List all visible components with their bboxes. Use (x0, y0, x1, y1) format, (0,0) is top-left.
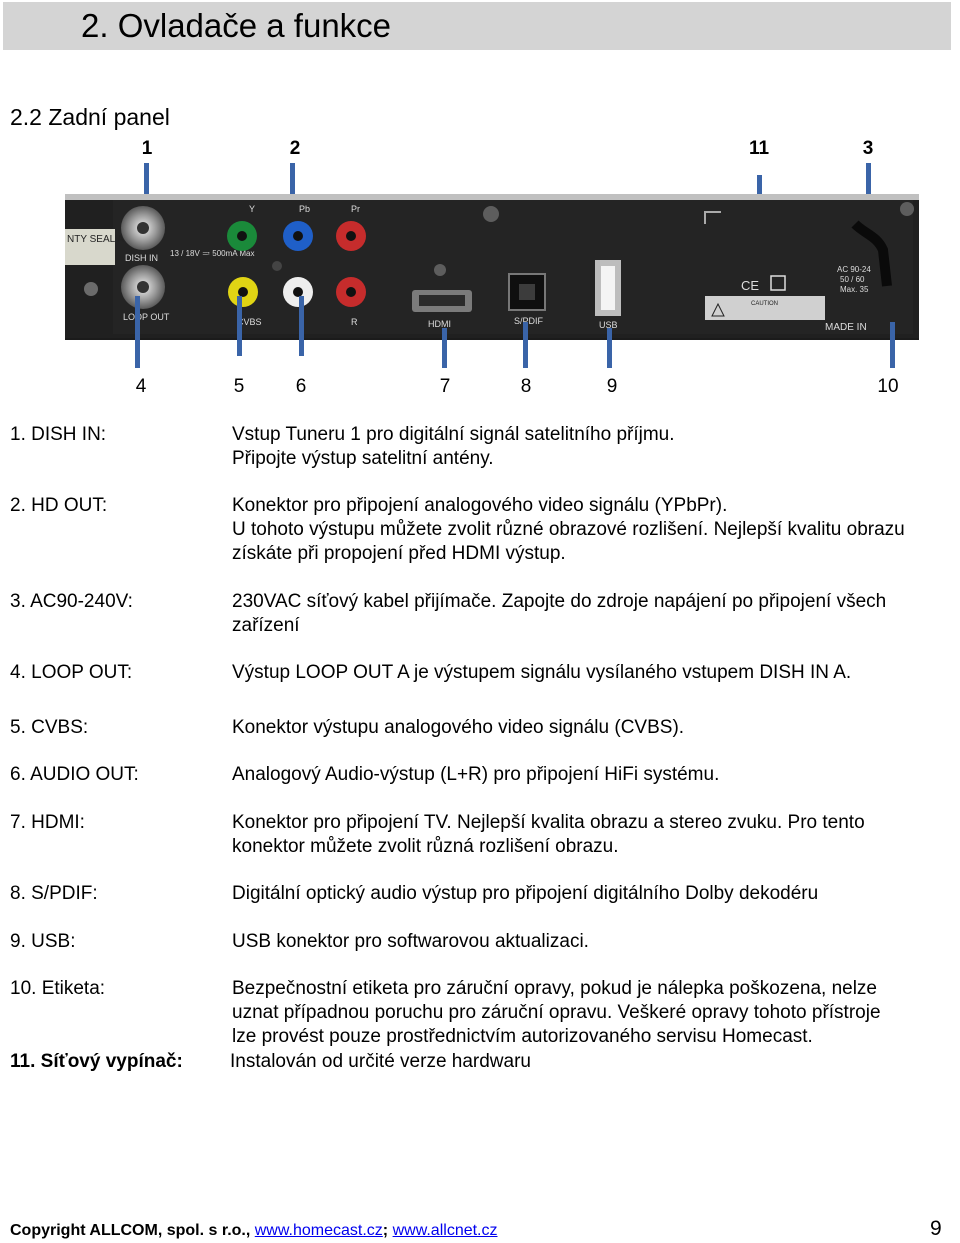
loop-out-label: LOOP OUT (123, 312, 170, 322)
spdif-label: S/PDIF (514, 316, 544, 326)
desc-term-ac: 3. AC90-240V: (10, 591, 133, 612)
voltage-label: 13 / 18V ≕ 500mA Max (170, 249, 255, 258)
hdmi-label: HDMI (428, 319, 451, 329)
allcnet-link[interactable]: www.allcnet.cz (392, 1222, 498, 1239)
desc-term-dish-in: 1. DISH IN: (10, 424, 107, 445)
spdif-connector (508, 273, 546, 311)
desc-text-hdmi-1: Konektor pro připojení TV. Nejlepší kval… (232, 812, 865, 833)
caution-label (705, 296, 825, 320)
desc-text-power-switch: Instalován od určité verze hardwaru (230, 1051, 531, 1072)
desc-term-loop-out: 4. LOOP OUT: (10, 662, 133, 683)
ac-rating-label: AC 90-24 (837, 265, 871, 274)
section-title: 2.2 Zadní panel (10, 104, 170, 130)
r-label: R (351, 317, 358, 327)
warning-triangle-icon (711, 302, 725, 317)
desc-text-hd-out-1: Konektor pro připojení analogového video… (232, 495, 728, 516)
pointer-5 (237, 296, 242, 356)
desc-term-hdmi: 7. HDMI: (10, 812, 85, 833)
pointer-8 (523, 322, 528, 368)
desc-text-ac-2: zařízení (232, 615, 300, 636)
pointer-9 (607, 328, 612, 368)
desc-text-hdmi-2: konektor můžete zvolit různá rozlišení o… (232, 836, 619, 857)
desc-text-loop-out: Výstup LOOP OUT A je výstupem signálu vy… (232, 662, 852, 683)
desc-term-label: 10. Etiketa: (10, 978, 106, 999)
callout-11: 11 (748, 138, 770, 159)
desc-text-spdif: Digitální optický audio výstup pro připo… (232, 883, 819, 904)
callout-1: 1 (141, 138, 153, 159)
desc-text-label-3: lze provést pouze prostřednictvím autori… (232, 1026, 813, 1047)
callout-5: 5 (233, 376, 245, 397)
callout-4: 4 (135, 376, 147, 397)
chapter-title: 2. Ovladače a funkce (81, 7, 392, 44)
callout-7: 7 (439, 376, 451, 397)
callout-8: 8 (520, 376, 532, 397)
homecast-link[interactable]: www.homecast.cz (254, 1222, 383, 1239)
max-rating-label: Max. 35 (840, 285, 869, 294)
callout-6: 6 (295, 376, 307, 397)
desc-term-cvbs: 5. CVBS: (10, 717, 89, 738)
usb-label: USB (599, 320, 618, 330)
desc-text-hd-out-3: získáte při propojení před HDMI výstup. (232, 543, 566, 564)
page-number: 9 (930, 1217, 942, 1240)
desc-term-usb: 9. USB: (10, 931, 76, 952)
hz-rating-label: 50 / 60 (840, 275, 865, 284)
desc-term-hd-out: 2. HD OUT: (10, 495, 108, 516)
desc-text-label-1: Bezpečnostní etiketa pro záruční opravy,… (232, 978, 877, 999)
desc-text-usb: USB konektor pro softwarovou aktualizaci… (232, 931, 589, 952)
pointer-10 (890, 322, 895, 368)
pointer-6 (299, 296, 304, 356)
cvbs-label: CVBS (237, 317, 262, 327)
callout-9: 9 (606, 376, 618, 397)
desc-text-cvbs: Konektor výstupu analogového video signá… (232, 717, 685, 738)
made-in-label: MADE IN (825, 322, 867, 333)
chapter-header: 2. Ovladače a funkce (3, 2, 951, 50)
pr-label: Pr (351, 204, 360, 214)
callout-2: 2 (289, 138, 301, 159)
desc-text-dish-in-2: Připojte výstup satelitní antény. (232, 448, 494, 469)
power-cable (851, 220, 892, 287)
callout-3: 3 (862, 138, 874, 159)
desc-text-label-2: uznat případnou poruchu pro záruční opra… (232, 1002, 881, 1023)
pointer-7 (442, 328, 447, 368)
pb-label: Pb (299, 204, 310, 214)
desc-text-audio-out: Analogový Audio-výstup (L+R) pro připoje… (232, 764, 720, 785)
y-label: Y (249, 204, 255, 214)
desc-term-spdif: 8. S/PDIF: (10, 883, 98, 904)
ce-mark: CE (741, 278, 759, 293)
seal-sticker-text: NTY SEAL ASSED (67, 234, 151, 245)
desc-term-power-switch: 11. Síťový vypínač: (10, 1051, 183, 1072)
footer-copyright: Copyright ALLCOM, spol. s r.o., (10, 1222, 255, 1239)
double-insulation-icon (770, 275, 786, 291)
caution-title: CAUTION (751, 301, 778, 307)
footer: Copyright ALLCOM, spol. s r.o., www.home… (10, 1220, 498, 1242)
desc-term-audio-out: 6. AUDIO OUT: (10, 764, 139, 785)
pointer-4 (135, 296, 140, 368)
desc-text-hd-out-2: U tohoto výstupu můžete zvolit různé obr… (232, 519, 905, 540)
footer-separator: ; (382, 1222, 393, 1239)
desc-text-ac-1: 230VAC síťový kabel přijímače. Zapojte d… (232, 591, 887, 612)
rear-panel-photo: NTY SEAL ASSED DISH IN LOOP OUT 13 / 18V… (65, 194, 919, 340)
desc-text-dish-in-1: Vstup Tuneru 1 pro digitální signál sate… (232, 424, 675, 445)
callout-10: 10 (877, 376, 899, 397)
dish-in-label: DISH IN (125, 253, 158, 263)
